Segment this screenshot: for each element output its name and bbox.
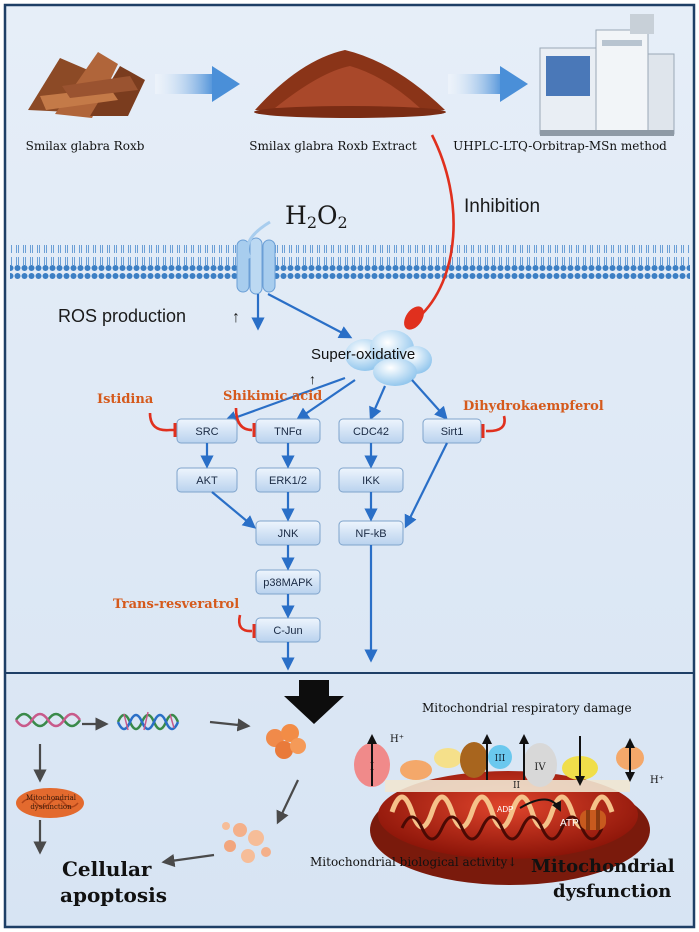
arrow-hub-src bbox=[223, 376, 346, 424]
h2o2-label: H2O2 bbox=[285, 201, 348, 232]
ion-channel bbox=[236, 220, 276, 295]
inhibit-shikimic bbox=[234, 407, 253, 432]
cell-cluster-image bbox=[266, 724, 306, 759]
raw-herb-label: Smilax glabra Roxb bbox=[26, 139, 145, 153]
svg-text:III: III bbox=[495, 754, 506, 764]
arrow-fragmented-apoptosis bbox=[161, 853, 215, 868]
svg-text:TNFα: TNFα bbox=[274, 426, 302, 438]
svg-text:JNK: JNK bbox=[278, 528, 299, 540]
small-dysfunction-label-2: dysfunction bbox=[30, 803, 72, 811]
compound-istidina: Istidina bbox=[97, 392, 154, 407]
atp-label: ATP bbox=[560, 818, 579, 829]
svg-text:SRC: SRC bbox=[195, 426, 218, 438]
compound-dihydrokaempferol: Dihydrokaempferol bbox=[463, 399, 604, 414]
arrow-sirt1-nfkb bbox=[404, 442, 448, 529]
cell-membrane bbox=[10, 245, 690, 279]
mass-spec-instrument-image bbox=[539, 14, 675, 136]
small-mitochondrion-image bbox=[16, 788, 84, 818]
mitochondrion-large bbox=[370, 771, 650, 885]
svg-text:IKK: IKK bbox=[362, 475, 380, 487]
node-sirt1: Sirt1 bbox=[422, 418, 482, 444]
inhibition-cap bbox=[404, 306, 424, 330]
ros-production-label: ROS production bbox=[58, 306, 186, 326]
svg-text:Sirt1: Sirt1 bbox=[441, 426, 464, 438]
arrow-hub-tnfa bbox=[295, 379, 356, 421]
node-jnk: JNK bbox=[255, 520, 321, 546]
atp-synthase bbox=[580, 810, 606, 830]
respiratory-damage-label: Mitochondrial respiratory damage bbox=[422, 701, 632, 715]
mito-dysfunction-line1: Mitochondrial bbox=[531, 856, 675, 877]
fragmented-cell-image bbox=[222, 822, 271, 863]
ros-up-arrow: ↑ bbox=[232, 309, 240, 326]
compound-shikimic-acid: Shikimic acid bbox=[223, 389, 322, 404]
node-cjun: C-Jun bbox=[255, 617, 321, 643]
svg-text:CDC42: CDC42 bbox=[353, 426, 389, 438]
node-nfkb: NF-kB bbox=[338, 520, 404, 546]
node-akt: AKT bbox=[176, 467, 238, 493]
apoptosis-label-line1: Cellular bbox=[62, 857, 152, 881]
h-plus-2: H⁺ bbox=[650, 775, 664, 786]
inhibit-dihydro bbox=[485, 415, 506, 433]
node-tnfa: TNFα bbox=[255, 418, 321, 444]
method-label: UHPLC-LTQ-Orbitrap-MSn method bbox=[453, 139, 667, 153]
arrow-to-extract bbox=[155, 66, 240, 102]
inhibit-resveratrol bbox=[237, 614, 253, 633]
node-src: SRC bbox=[176, 418, 238, 444]
complex-ii-label: II bbox=[513, 781, 521, 791]
herb-slices-image bbox=[28, 52, 145, 118]
svg-text:p38MAPK: p38MAPK bbox=[263, 577, 313, 589]
h-plus-1: H⁺ bbox=[390, 734, 404, 745]
extract-label: Smilax glabra Roxb Extract bbox=[249, 139, 417, 153]
svg-text:AKT: AKT bbox=[196, 475, 218, 487]
inhibition-line bbox=[417, 134, 455, 319]
compound-trans-resveratrol: Trans-resveratrol bbox=[113, 597, 239, 612]
cyt-c-orange-1 bbox=[400, 760, 432, 780]
arrow-hub-sirt1 bbox=[411, 379, 448, 420]
bio-activity-label: Mitochondrial biological activity↓ bbox=[310, 855, 517, 869]
arrow-cell-fragmented bbox=[276, 779, 299, 825]
inhibit-istidina bbox=[148, 412, 174, 432]
adp-label: ADP bbox=[497, 805, 513, 814]
svg-text:NF-kB: NF-kB bbox=[355, 528, 386, 540]
arrow-channel-to-hub bbox=[267, 293, 353, 339]
inhibition-label: Inhibition bbox=[464, 196, 540, 217]
big-down-arrow bbox=[284, 680, 344, 724]
node-cdc42: CDC42 bbox=[338, 418, 404, 444]
node-ikk: IKK bbox=[338, 467, 404, 493]
hub-up-arrow: ↑ bbox=[309, 371, 316, 387]
damaged-dna-image bbox=[116, 711, 180, 731]
dna-strand-image bbox=[14, 712, 82, 728]
arrow-to-instrument bbox=[448, 66, 528, 102]
super-oxidative-hub bbox=[345, 330, 432, 386]
atp-curve bbox=[519, 798, 561, 812]
svg-text:ERK1/2: ERK1/2 bbox=[269, 475, 307, 487]
arrow-akt-jnk bbox=[211, 491, 257, 529]
small-dysfunction-label: Mitochondrial bbox=[26, 794, 77, 802]
complex-iv: IV bbox=[523, 743, 557, 787]
arrow-damaged-cell bbox=[209, 718, 251, 732]
node-p38: p38MAPK bbox=[255, 569, 321, 595]
svg-text:C-Jun: C-Jun bbox=[273, 625, 302, 637]
apoptosis-label-line2: apoptosis bbox=[60, 883, 167, 907]
arrow-hub-cdc42 bbox=[369, 385, 387, 421]
node-erk: ERK1/2 bbox=[255, 467, 321, 493]
complex-iii: III bbox=[460, 742, 512, 778]
extract-powder-image bbox=[254, 50, 446, 118]
complex-ii-yellow bbox=[434, 748, 462, 768]
svg-text:IV: IV bbox=[534, 762, 546, 773]
hub-label: Super-oxidative bbox=[311, 346, 415, 363]
mito-dysfunction-line2: dysfunction bbox=[553, 881, 671, 902]
